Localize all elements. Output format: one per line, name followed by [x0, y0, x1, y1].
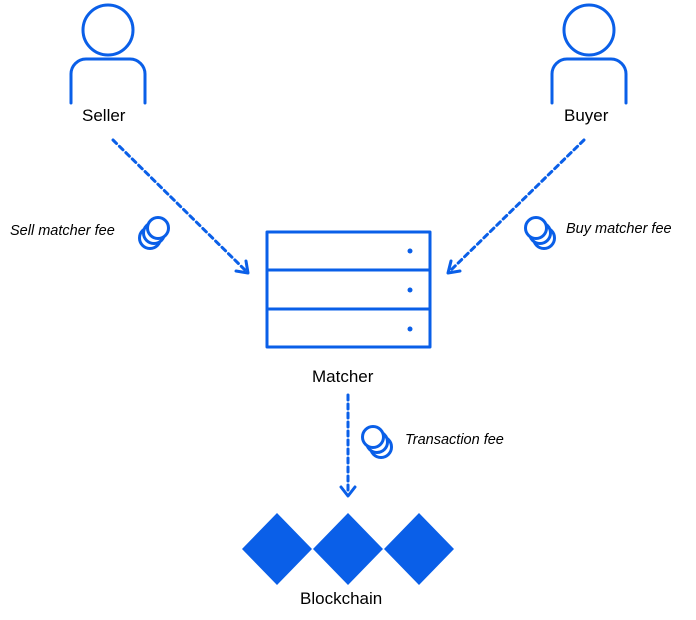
- seller-label: Seller: [82, 106, 126, 125]
- transaction-fee-coins-icon: [361, 425, 393, 459]
- sell-fee-coins-icon: [138, 216, 170, 250]
- matcher-label: Matcher: [312, 367, 374, 386]
- blockchain-diamonds-icon: [242, 513, 454, 585]
- buyer-label: Buyer: [564, 106, 609, 125]
- matcher-server-icon: [265, 230, 432, 349]
- sell-matcher-fee-label: Sell matcher fee: [10, 223, 115, 239]
- transaction-fee-label: Transaction fee: [405, 432, 504, 448]
- buy-matcher-fee-label: Buy matcher fee: [566, 221, 672, 237]
- seller-to-matcher-arrow: [111, 138, 250, 275]
- buy-fee-coins-icon: [524, 216, 556, 250]
- blockchain-label: Blockchain: [300, 589, 383, 608]
- matcher-to-blockchain-arrow: [339, 393, 357, 498]
- seller-person-icon: [69, 3, 147, 105]
- server-indicator-dots: [407, 248, 413, 332]
- buyer-to-matcher-arrow: [446, 138, 586, 275]
- buyer-person-icon: [550, 3, 628, 105]
